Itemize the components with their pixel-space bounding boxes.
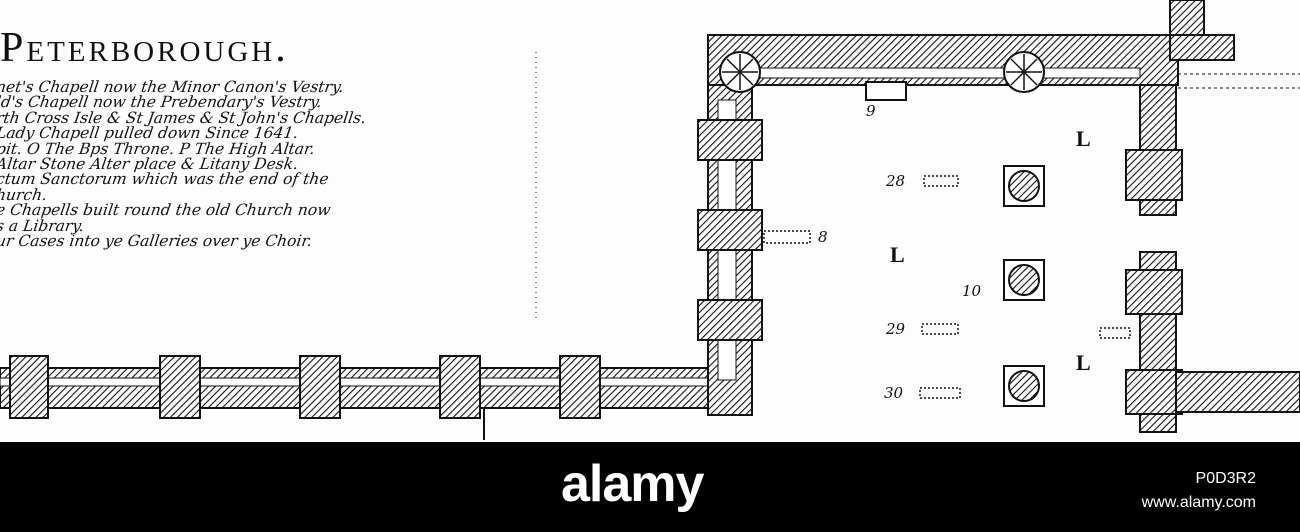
plan-key: net's Chapell now the Minor Canon's Vest… (0, 78, 556, 251)
marker-number: 28 (886, 172, 906, 190)
columns (1003, 165, 1045, 407)
marker-number: 29 (886, 320, 906, 338)
marker-number: 9 (866, 102, 876, 120)
room-letter: L (1076, 350, 1091, 375)
key-line: ctum Sanctorum which was the end of the (0, 170, 330, 189)
alamy-logo: alamy (561, 455, 704, 513)
dashed-markers (763, 175, 1131, 399)
marker-number: 10 (962, 282, 982, 300)
site-url[interactable]: www.alamy.com (1141, 494, 1256, 511)
room-letter: L (1076, 126, 1091, 151)
east-piers (1125, 84, 1300, 433)
floor-plan-drawing (0, 0, 1300, 440)
plan-title: Peterborough. (0, 25, 289, 71)
image-id: P0D3R2 (1195, 470, 1256, 487)
south-wall (0, 355, 713, 440)
marker-number: 30 (884, 384, 904, 402)
west-wall (697, 34, 763, 416)
key-line: ur Cases into ye Galleries over ye Choir… (0, 232, 314, 251)
engraved-plan: Peterborough. net's Chapell now the Mino… (0, 0, 1300, 442)
marker-number: 8 (818, 228, 828, 246)
room-letter: L (890, 242, 905, 267)
north-wall (707, 0, 1300, 101)
stock-banner (0, 442, 1300, 532)
